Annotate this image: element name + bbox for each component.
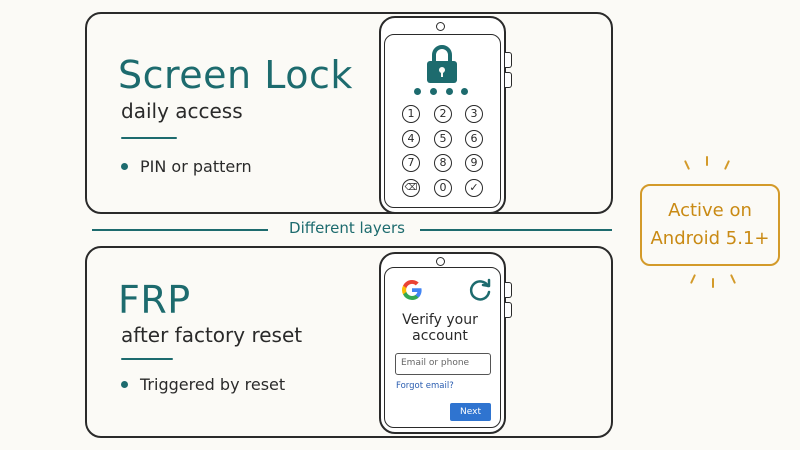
badge-ray <box>689 274 697 284</box>
pin-dot <box>461 88 468 95</box>
side-button <box>505 282 512 298</box>
email-field[interactable]: Email or phone <box>395 353 491 375</box>
keypad-key-4[interactable]: 4 <box>402 130 420 148</box>
badge-line2: Android 5.1+ <box>650 228 770 249</box>
keypad-backspace-key[interactable]: ⌫ <box>402 179 420 197</box>
forgot-email-link[interactable]: Forgot email? <box>396 381 454 391</box>
camera-dot <box>436 22 445 31</box>
pin-dot <box>446 88 453 95</box>
badge-ray <box>729 274 737 284</box>
verify-heading: Verify your account <box>384 312 496 344</box>
camera-dot <box>436 257 445 266</box>
side-button <box>505 72 512 88</box>
badge-ray <box>706 156 708 166</box>
keypad-key-8[interactable]: 8 <box>434 154 452 172</box>
frp-title: FRP <box>118 278 191 322</box>
next-button[interactable]: Next <box>450 403 491 421</box>
divider-line-right <box>420 229 612 231</box>
bullet-dot <box>121 381 128 388</box>
badge-ray <box>712 278 714 288</box>
padlock-icon <box>427 45 457 83</box>
frp-subtitle: after factory reset <box>121 323 303 347</box>
badge-line1: Active on <box>668 200 752 221</box>
google-logo <box>402 279 422 300</box>
keypad-key-5[interactable]: 5 <box>434 130 452 148</box>
screen-lock-bullet-text: PIN or pattern <box>140 157 252 176</box>
screen-lock-underline <box>121 137 177 139</box>
keypad-key-6[interactable]: 6 <box>465 130 483 148</box>
side-button <box>505 302 512 318</box>
keypad-key-2[interactable]: 2 <box>434 105 452 123</box>
frp-bullet: Triggered by reset <box>121 375 285 394</box>
keypad-key-3[interactable]: 3 <box>465 105 483 123</box>
screen-lock-subtitle: daily access <box>121 99 243 123</box>
badge-ray <box>683 160 691 170</box>
keypad-key-7[interactable]: 7 <box>402 154 420 172</box>
badge-ray <box>723 160 731 170</box>
keypad-key-0[interactable]: 0 <box>434 179 452 197</box>
frp-bullet-text: Triggered by reset <box>140 375 286 394</box>
sync-icon <box>469 278 491 301</box>
pin-dot <box>414 88 421 95</box>
bullet-dot <box>121 163 128 170</box>
keypad-key-9[interactable]: 9 <box>465 154 483 172</box>
side-button <box>505 52 512 68</box>
keypad-key-1[interactable]: 1 <box>402 105 420 123</box>
screen-lock-card <box>85 12 613 214</box>
frp-underline <box>121 358 173 360</box>
pin-dot <box>430 88 437 95</box>
android-version-badge: Active on Android 5.1+ <box>640 184 780 266</box>
divider-line-left <box>92 229 268 231</box>
verify-heading-line1: Verify your <box>402 312 478 328</box>
frp-card <box>85 246 613 438</box>
divider-label: Different layers <box>282 219 412 237</box>
keypad-confirm-key[interactable]: ✓ <box>465 179 483 197</box>
screen-lock-title: Screen Lock <box>118 53 353 97</box>
verify-heading-line2: account <box>412 328 468 344</box>
screen-lock-bullet: PIN or pattern <box>121 157 252 176</box>
